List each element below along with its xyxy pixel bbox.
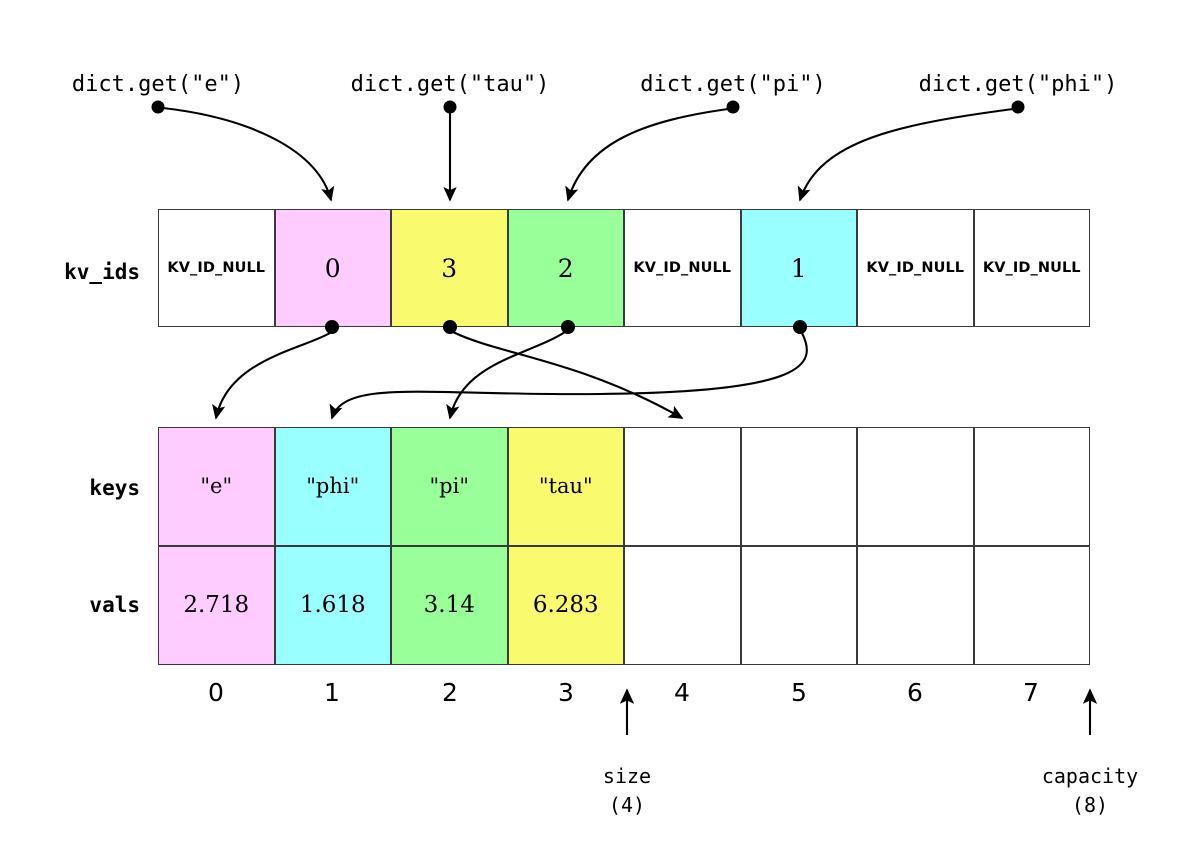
cell-value: 6.283 <box>532 592 599 618</box>
vals-cell-4[interactable] <box>624 546 741 665</box>
kv-ids-cell-1[interactable]: 0 <box>274 209 391 327</box>
call-label-e: dict.get("e") <box>71 72 245 97</box>
kv-ids-cell-5[interactable]: 1 <box>740 209 857 327</box>
index-label-0: 0 <box>208 678 224 707</box>
size-value: (4) <box>608 793 646 817</box>
index-label-6: 6 <box>907 678 923 707</box>
index-label-5: 5 <box>791 678 807 707</box>
cell-value: 0 <box>324 253 341 283</box>
capacity-label: capacity <box>1041 764 1139 788</box>
row-label-kv-ids: kv_ids <box>64 260 140 284</box>
index-label-7: 7 <box>1023 678 1039 707</box>
keys-cell-5[interactable] <box>740 427 857 546</box>
call-label-tau: dict.get("tau") <box>350 72 550 97</box>
kv-ids-cell-7[interactable]: KV_ID_NULL <box>973 209 1090 327</box>
cell-value: 3.14 <box>423 592 475 618</box>
cell-value: "tau" <box>538 474 593 498</box>
cell-value: 1.618 <box>299 592 366 618</box>
lookup-arrow-phi <box>797 100 1025 202</box>
vals-cell-3[interactable]: 6.283 <box>507 546 624 665</box>
keys-cell-4[interactable] <box>624 427 741 546</box>
cell-value: KV_ID_NULL <box>167 259 266 276</box>
index-label-3: 3 <box>558 678 574 707</box>
cell-value: KV_ID_NULL <box>866 259 965 276</box>
lookup-arrow-tau <box>443 100 457 202</box>
vals-cell-5[interactable] <box>740 546 857 665</box>
vals-cell-7[interactable] <box>973 546 1090 665</box>
cell-value: KV_ID_NULL <box>633 259 732 276</box>
entry-arrow-slot1-to-entry0 <box>212 320 339 420</box>
entry-arrow-slot5-to-entry1 <box>329 320 808 420</box>
kv-ids-cell-4[interactable]: KV_ID_NULL <box>624 209 741 327</box>
cell-value: "pi" <box>429 474 469 498</box>
keys-cell-1[interactable]: "phi" <box>274 427 391 546</box>
cell-value: KV_ID_NULL <box>982 259 1081 276</box>
keys-cell-3[interactable]: "tau" <box>507 427 624 546</box>
kv-ids-cell-2[interactable]: 3 <box>391 209 508 327</box>
row-label-vals: vals <box>89 593 140 617</box>
kv-ids-cell-6[interactable]: KV_ID_NULL <box>857 209 974 327</box>
index-label-2: 2 <box>442 678 458 707</box>
entry-arrow-slot3-to-entry2 <box>446 320 575 420</box>
vals-cell-2[interactable]: 3.14 <box>391 546 508 665</box>
call-label-pi: dict.get("pi") <box>640 72 826 97</box>
call-label-phi: dict.get("phi") <box>918 72 1118 97</box>
vals-cell-1[interactable]: 1.618 <box>274 546 391 665</box>
cell-value: 2 <box>557 253 574 283</box>
keys-cell-0[interactable]: "e" <box>158 427 275 546</box>
size-label: size <box>602 764 652 788</box>
lookup-arrow-e <box>151 100 335 202</box>
keys-cell-2[interactable]: "pi" <box>391 427 508 546</box>
index-label-4: 4 <box>674 678 690 707</box>
keys-cell-7[interactable] <box>973 427 1090 546</box>
row-label-keys: keys <box>89 476 140 500</box>
cell-value: 1 <box>790 253 807 283</box>
kv-ids-cell-3[interactable]: 2 <box>507 209 624 327</box>
cell-value: 2.718 <box>183 592 250 618</box>
capacity-annotation: capacity (8) <box>1042 762 1138 820</box>
kv-ids-cell-0[interactable]: KV_ID_NULL <box>158 209 275 327</box>
index-label-1: 1 <box>324 678 340 707</box>
cell-value: "e" <box>200 474 233 498</box>
cell-value: "phi" <box>306 474 360 498</box>
size-annotation: size (4) <box>603 762 651 820</box>
cell-value: 3 <box>441 253 458 283</box>
capacity-value: (8) <box>1071 793 1109 817</box>
entry-arrow-slot2-to-entry3 <box>443 320 684 419</box>
lookup-arrow-pi <box>565 100 740 202</box>
keys-cell-6[interactable] <box>857 427 974 546</box>
vals-cell-6[interactable] <box>857 546 974 665</box>
vals-cell-0[interactable]: 2.718 <box>158 546 275 665</box>
